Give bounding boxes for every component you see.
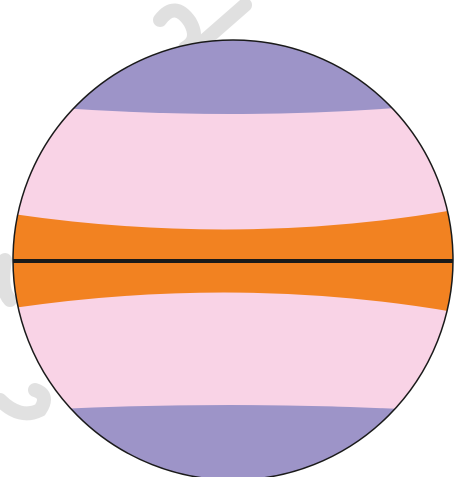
polar-zone-south <box>0 405 454 477</box>
watermark-stroke <box>0 390 44 413</box>
globe-zones <box>0 30 454 477</box>
watermark-stroke <box>3 260 10 300</box>
watermark-stroke <box>205 5 245 40</box>
watermark-stroke <box>160 10 194 48</box>
